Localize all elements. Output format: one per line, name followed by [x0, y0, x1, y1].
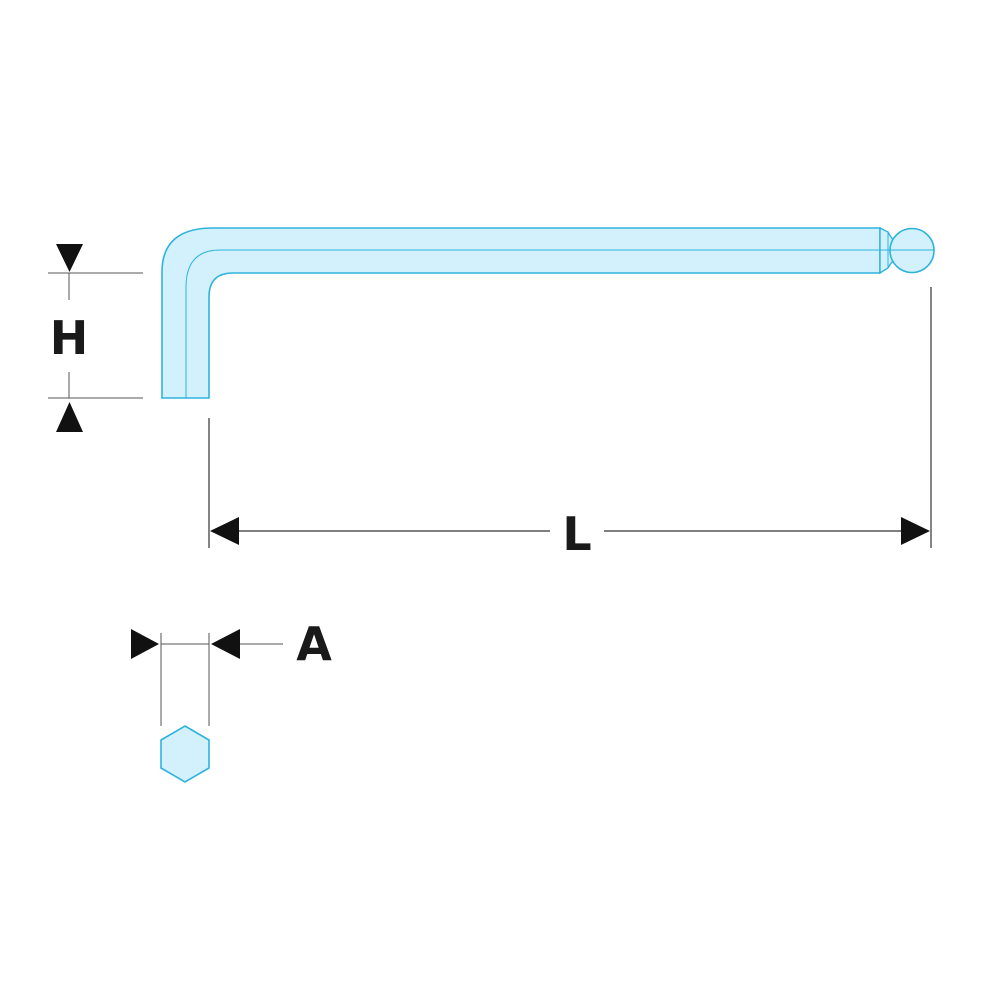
length-label: L [562, 507, 591, 561]
ball-end [879, 226, 935, 275]
height-dimension: H [48, 244, 143, 432]
hex-key-facet-line [185, 249, 880, 398]
across-flats-label: A [296, 617, 332, 671]
hex-key-outline [161, 227, 881, 399]
across-flats-dimension: A [131, 617, 332, 726]
across-flats-arrow-left [211, 629, 240, 659]
length-arrow-left [210, 517, 239, 545]
hex-cross-section [160, 725, 210, 783]
height-arrow-up [56, 402, 83, 432]
height-arrow-down [56, 244, 83, 272]
across-flats-arrow-right [131, 629, 159, 659]
hex-key-body [161, 227, 881, 399]
length-dimension: L [208, 287, 932, 561]
height-label: H [50, 311, 89, 365]
length-arrow-right [901, 517, 930, 545]
